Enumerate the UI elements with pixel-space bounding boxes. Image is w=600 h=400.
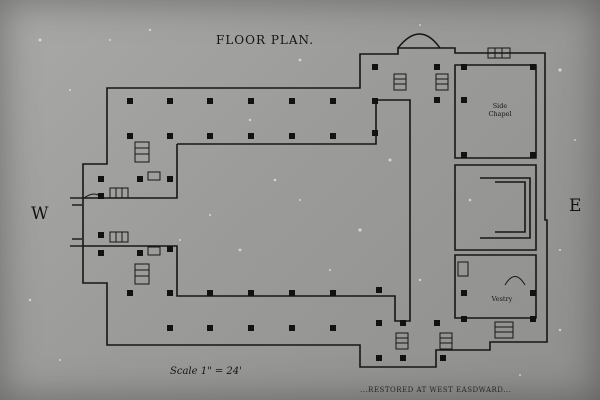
stairs [109,47,514,350]
east-label: E [569,196,582,216]
plan-title: FLOOR PLAN. [216,33,315,47]
paper-speckles [28,24,576,376]
vestry-label: Vestry [491,295,513,303]
side-chapel-line-2: Chapel [488,110,512,118]
west-entrance [70,197,84,247]
bottom-caption: ...RESTORED AT WEST EASDWARD... [360,386,512,394]
side-chapel-line-1: Side [492,102,508,110]
scale-label: Scale 1" = 24' [170,366,242,377]
columns [98,64,536,361]
side-chapel-label: Side Chapel [478,102,522,118]
walls [82,33,548,368]
west-label: W [31,204,49,224]
